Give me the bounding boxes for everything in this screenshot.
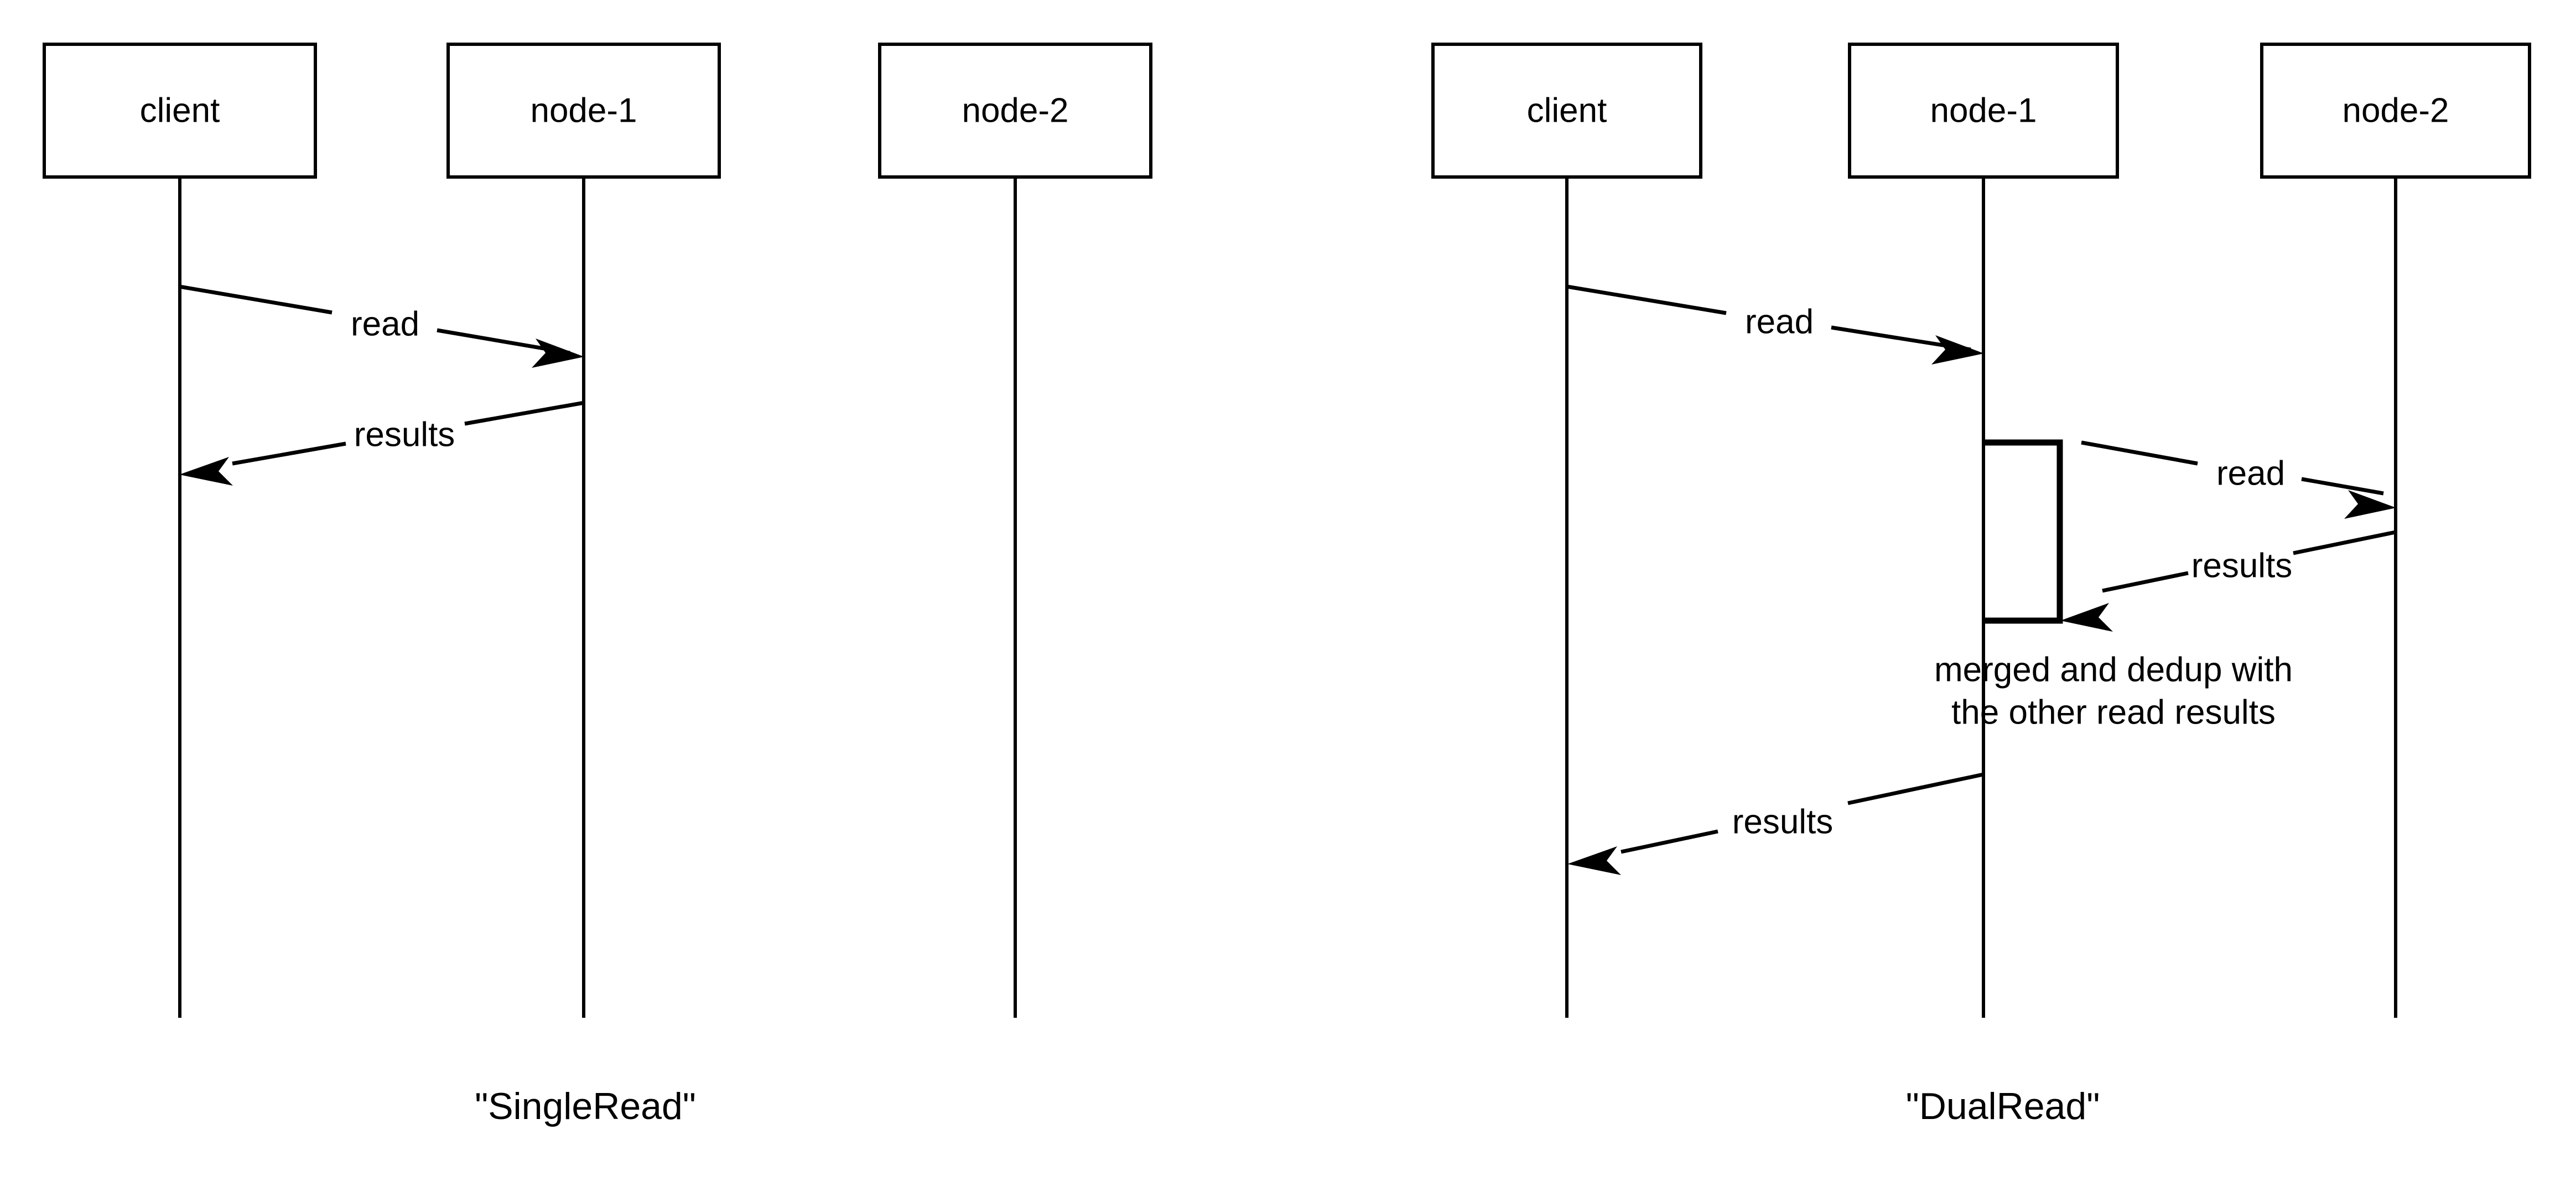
message-label: results: [354, 415, 455, 454]
message-label: results: [2191, 547, 2293, 585]
arrow-head-icon: [2060, 603, 2113, 632]
message-line-right-segment: [2301, 477, 2384, 496]
participant-box: [1431, 43, 1702, 179]
message-results-node1-to-client-single[interactable]: results: [179, 400, 585, 486]
arrow-head-icon: [2344, 490, 2396, 519]
message-results-node2-to-node1-dual[interactable]: results: [2060, 530, 2396, 632]
participant-box: [446, 43, 721, 179]
participant-box: [878, 43, 1152, 179]
panel-caption-single-read: "SingleRead": [475, 1085, 696, 1127]
panel-dual-read: client node-1 node-2 read: [1431, 43, 2531, 1127]
message-label: read: [351, 305, 419, 343]
panel-single-read: client node-1 node-2 read: [43, 43, 1152, 1127]
participant-label: client: [1527, 91, 1607, 129]
message-label: read: [1745, 303, 1814, 341]
participant-label: node-1: [1930, 91, 2037, 129]
message-line-left-segment: [1566, 284, 1727, 315]
participant-box: [1848, 43, 2119, 179]
message-read-node1-to-node2-dual[interactable]: read: [2081, 440, 2396, 519]
message-label: read: [2216, 454, 2285, 492]
arrow-head-icon: [532, 339, 584, 368]
self-loop-bracket-node-1: [1983, 439, 2063, 624]
participant-label: node-2: [2342, 91, 2449, 129]
participant-node-1-dual[interactable]: node-1: [1848, 43, 2119, 1018]
participant-label: node-2: [962, 91, 1068, 129]
note-line-1: merged and dedup with: [1934, 650, 2293, 689]
note-merged-dedup: merged and dedup with the other read res…: [1934, 650, 2293, 731]
participant-node-1-single[interactable]: node-1: [446, 43, 721, 1018]
arrow-head-icon: [1931, 335, 1984, 365]
arrow-head-icon: [179, 457, 233, 486]
message-line-left-segment: [232, 441, 346, 466]
participant-client-dual[interactable]: client: [1431, 43, 1702, 1018]
message-line-right-segment: [2293, 530, 2396, 555]
message-line-right-segment: [1847, 772, 1984, 805]
message-read-client-to-node1-single[interactable]: read: [179, 284, 584, 368]
participant-box: [43, 43, 317, 179]
message-read-client-to-node1-dual[interactable]: read: [1566, 284, 1984, 365]
arrow-head-icon: [1567, 846, 1621, 875]
panel-caption-dual-read: "DualRead": [1906, 1085, 2100, 1127]
message-line-left-segment: [2081, 440, 2198, 466]
participant-node-2-single[interactable]: node-2: [878, 43, 1152, 1018]
participant-node-2-dual[interactable]: node-2: [2260, 43, 2531, 1018]
participant-client-single[interactable]: client: [43, 43, 317, 1018]
message-line-left-segment: [2102, 571, 2189, 593]
participant-label: client: [140, 91, 220, 129]
message-line-right-segment: [464, 400, 585, 426]
participant-label: node-1: [530, 91, 637, 129]
message-line-left-segment: [179, 284, 333, 315]
message-line-left-segment: [1621, 829, 1718, 854]
note-line-2: the other read results: [1951, 693, 2276, 731]
participant-box: [2260, 43, 2531, 179]
message-label: results: [1732, 803, 1834, 841]
activation-bracket-shape: [1983, 439, 2063, 624]
message-results-node1-to-client-dual[interactable]: results: [1567, 772, 1984, 875]
